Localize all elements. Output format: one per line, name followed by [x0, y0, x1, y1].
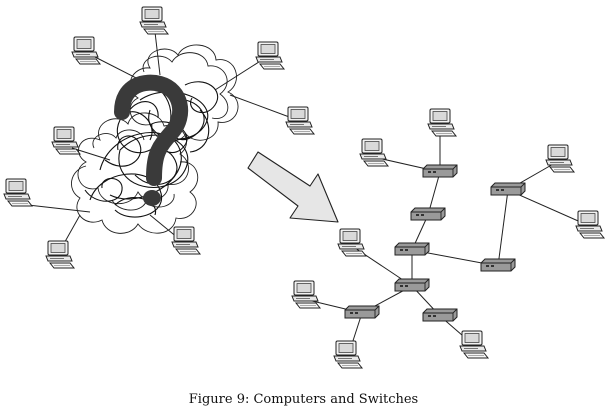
switch-icon: [394, 242, 430, 256]
computer-icon: [291, 280, 321, 309]
switch-icon: [490, 182, 526, 196]
switch-icon: [480, 258, 516, 272]
switch-icon: [410, 207, 446, 221]
figure-caption: Figure 9: Computers and Switches: [188, 392, 419, 407]
computer-icon: [285, 106, 315, 135]
computer-icon: [575, 210, 605, 239]
switch-icon: [422, 308, 458, 322]
computer-icon: [139, 6, 169, 35]
computer-icon: [427, 108, 457, 137]
switch-icon: [422, 164, 458, 178]
computer-icon: [459, 330, 489, 359]
switch-icon: [344, 305, 380, 319]
computer-icon: [45, 240, 75, 269]
switched-network: [291, 108, 605, 369]
computer-icon: [337, 228, 367, 257]
computer-icon: [51, 126, 81, 155]
tangled-network: [3, 6, 315, 269]
computer-icon: [333, 340, 363, 369]
network-computers: [291, 108, 605, 369]
switch-icon: [394, 278, 430, 292]
computer-icon: [545, 144, 575, 173]
computer-icon: [359, 138, 389, 167]
computer-icon: [255, 41, 285, 70]
question-mark-icon: [114, 74, 189, 206]
computer-icon: [171, 226, 201, 255]
computer-icon: [71, 36, 101, 65]
computer-icon: [3, 178, 33, 207]
transform-arrow: [247, 151, 339, 223]
